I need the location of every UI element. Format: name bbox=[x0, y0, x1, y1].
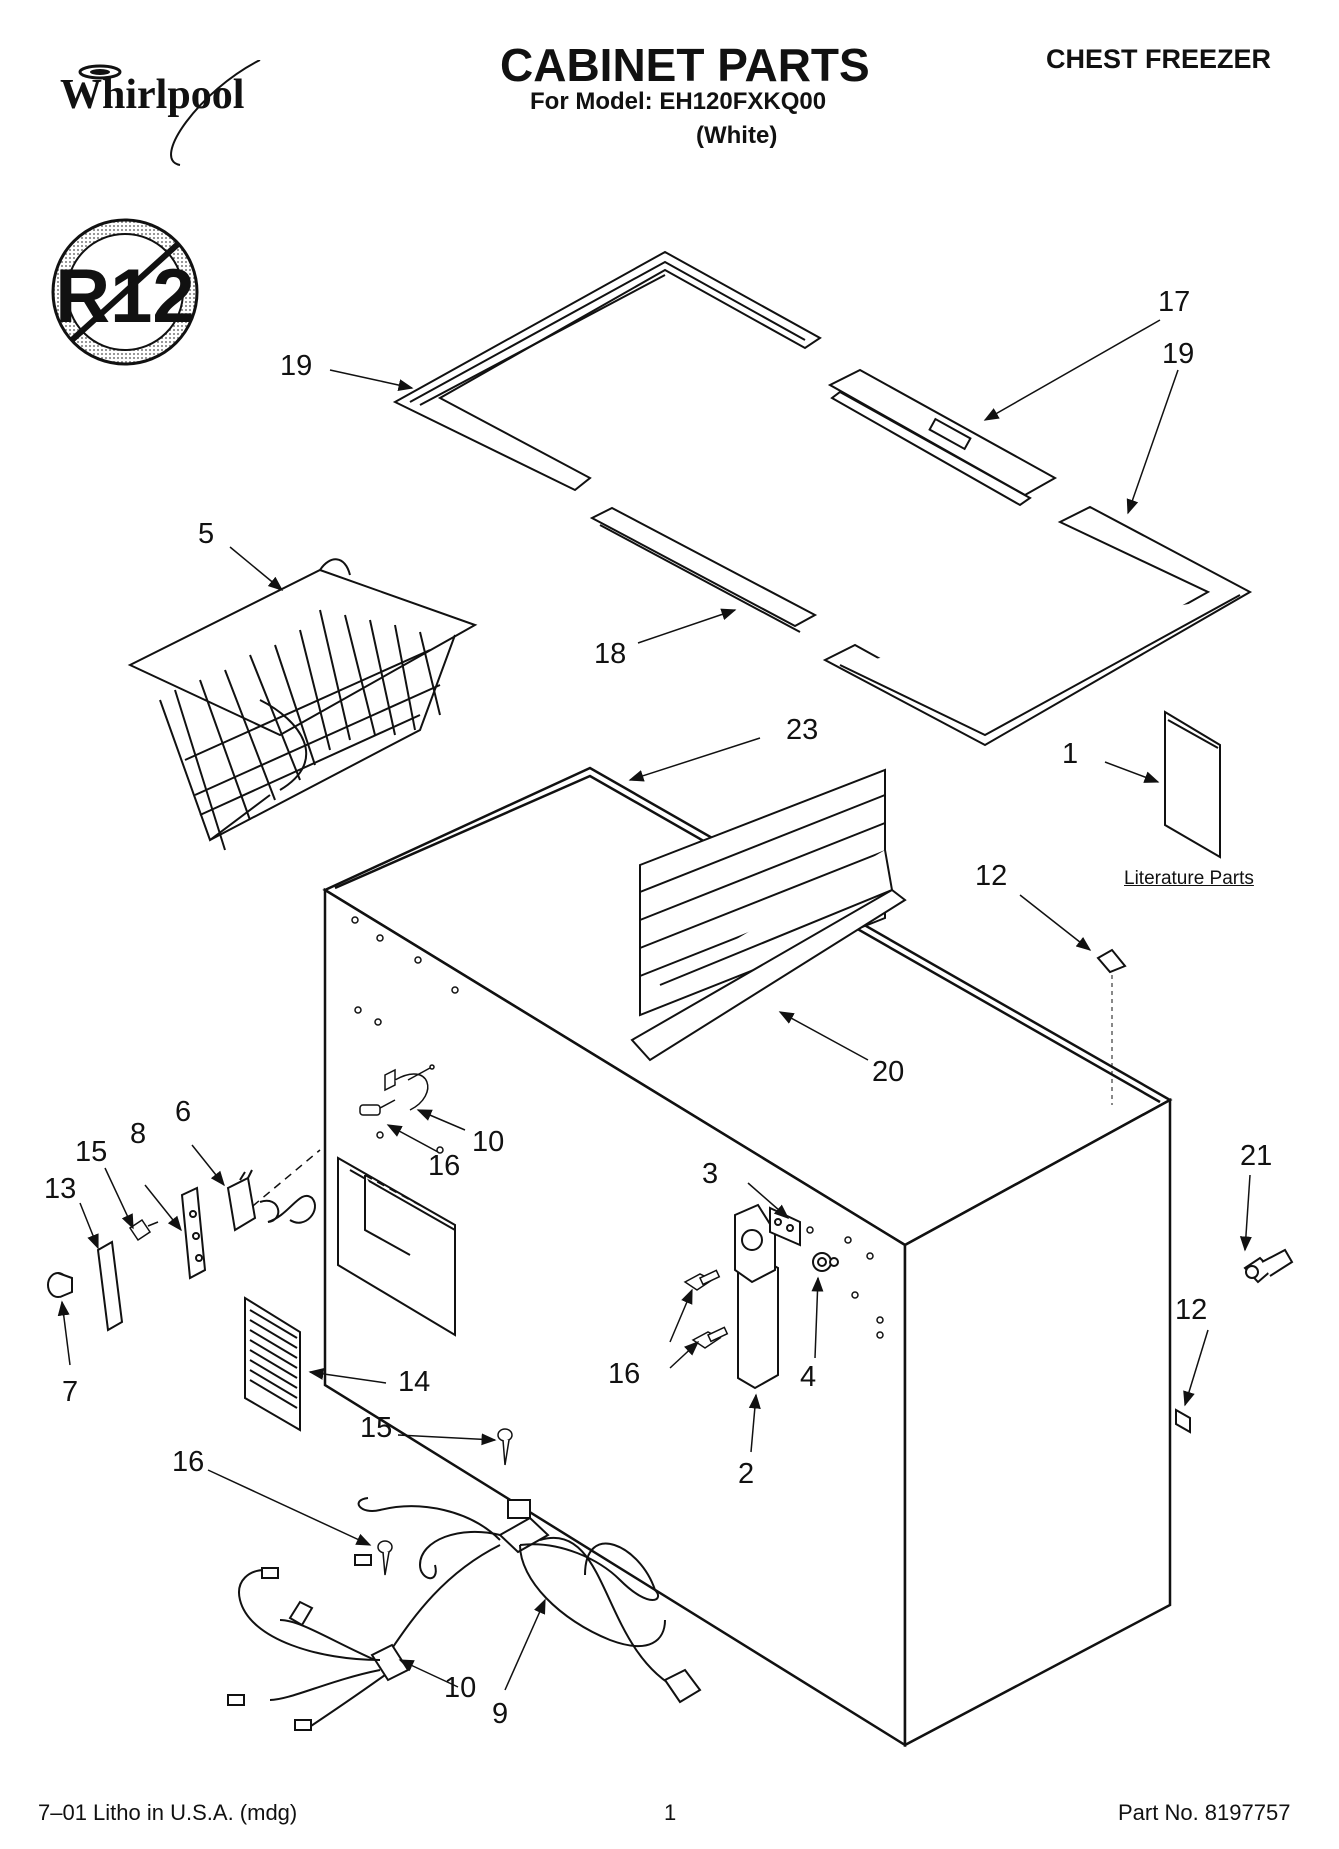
label-top bbox=[1096, 948, 1127, 974]
litho-note: 7–01 Litho in U.S.A. (mdg) bbox=[38, 1800, 298, 1825]
callout-5: 5 bbox=[198, 518, 215, 550]
callout-6: 6 bbox=[175, 1096, 192, 1128]
gasket-strip-17 bbox=[827, 368, 1058, 507]
cabinet-vent-opening bbox=[337, 1156, 456, 1337]
callout-20: 20 bbox=[872, 1056, 905, 1088]
callout-17: 17 bbox=[1158, 286, 1191, 318]
callout-14: 14 bbox=[398, 1366, 431, 1398]
callout-15-lower: 15 bbox=[360, 1412, 393, 1444]
model-number: For Model: EH120FXKQ00 bbox=[530, 88, 827, 115]
badge-text: R12 bbox=[55, 254, 194, 339]
clip-upper bbox=[359, 1064, 435, 1116]
screw-lower bbox=[497, 1428, 513, 1466]
callout-16-hinge: 16 bbox=[608, 1358, 641, 1390]
label-bottom bbox=[1175, 1408, 1191, 1434]
callout-16-upper: 16 bbox=[428, 1150, 461, 1182]
part-number: Part No. 8197757 bbox=[1118, 1800, 1291, 1825]
callout-15-left: 15 bbox=[75, 1136, 108, 1168]
gasket-frame-left bbox=[392, 250, 822, 492]
wiring-harness bbox=[227, 1497, 702, 1731]
gasket-strip-18 bbox=[589, 506, 818, 633]
cabinet-body bbox=[322, 766, 1173, 1748]
callout-4: 4 bbox=[800, 1361, 817, 1393]
callout-2: 2 bbox=[738, 1458, 755, 1490]
gasket-frame-right bbox=[822, 505, 1253, 747]
callout-12-top: 12 bbox=[975, 860, 1008, 892]
hinge-assembly bbox=[734, 1203, 801, 1390]
callout-12-bottom: 12 bbox=[1175, 1294, 1208, 1326]
callout-3: 3 bbox=[702, 1158, 719, 1190]
whirlpool-logo: Whirlpool bbox=[60, 59, 280, 170]
callout-10-upper: 10 bbox=[472, 1126, 505, 1158]
callout-19-right: 19 bbox=[1162, 338, 1195, 370]
wire-basket bbox=[127, 558, 478, 851]
no-r12-badge: R12 bbox=[51, 218, 199, 366]
callout-7: 7 bbox=[62, 1376, 79, 1408]
vent-grille bbox=[244, 1296, 301, 1432]
nut-part-4 bbox=[812, 1252, 839, 1272]
page-title: CABINET PARTS bbox=[500, 39, 870, 91]
callout-19-left: 19 bbox=[280, 350, 313, 382]
drain-plug bbox=[1243, 1248, 1294, 1284]
callout-10-lower: 10 bbox=[444, 1672, 477, 1704]
leader-lines bbox=[57, 319, 1252, 1691]
callout-16-lower: 16 bbox=[172, 1446, 205, 1478]
thermostat-bracket bbox=[180, 1186, 207, 1280]
callout-1: 1 bbox=[1062, 738, 1079, 770]
page-number: 1 bbox=[664, 1800, 677, 1825]
callout-13: 13 bbox=[44, 1173, 77, 1205]
control-knob bbox=[47, 1272, 73, 1298]
callout-8: 8 bbox=[130, 1118, 147, 1150]
screw-harness bbox=[377, 1540, 393, 1576]
screw-upper-left bbox=[128, 1218, 159, 1242]
product-category: CHEST FREEZER bbox=[1046, 44, 1272, 74]
cabinet-holes bbox=[351, 916, 884, 1339]
callout-21: 21 bbox=[1240, 1140, 1273, 1172]
callout-18: 18 bbox=[594, 638, 627, 670]
callout-9: 9 bbox=[492, 1698, 509, 1730]
hinge-screws bbox=[683, 1269, 729, 1349]
whirlpool-logo-mark: Whirlpool bbox=[60, 59, 261, 166]
literature-parts-sheet bbox=[1164, 710, 1221, 859]
literature-parts-label: Literature Parts bbox=[1124, 868, 1254, 889]
divider-panel bbox=[630, 768, 907, 1062]
brand-name: Whirlpool bbox=[60, 72, 244, 118]
control-label bbox=[96, 1240, 124, 1332]
callout-23: 23 bbox=[786, 714, 819, 746]
thermostat bbox=[226, 1169, 316, 1232]
model-color: (White) bbox=[696, 122, 778, 149]
